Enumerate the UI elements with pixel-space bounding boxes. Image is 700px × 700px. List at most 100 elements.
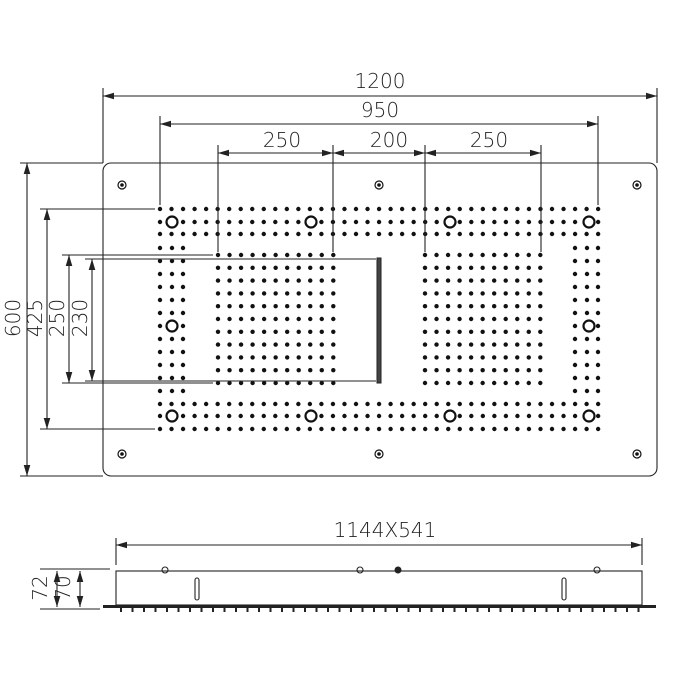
panel-outline (102, 162, 658, 477)
nozzle-dot (261, 252, 267, 258)
nozzle-dot (480, 401, 486, 407)
nozzle-dot (284, 231, 290, 237)
nozzle-dot (469, 413, 474, 419)
nozzle-dot (434, 380, 439, 386)
nozzle-dot (331, 304, 336, 309)
nozzle-dot (457, 206, 462, 212)
nozzle-dot (584, 245, 590, 251)
nozzle-dot (330, 401, 336, 407)
nozzle-dot (376, 219, 382, 225)
nozzle-dot (422, 291, 428, 296)
nozzle-dot (480, 355, 485, 360)
nozzle-dot (549, 231, 555, 237)
nozzle-dot (296, 219, 301, 225)
dim-label: 1144X541 (334, 518, 437, 542)
nozzle-dot (157, 388, 163, 394)
nozzle-dot (261, 231, 266, 237)
nozzle-dot (192, 426, 197, 432)
nozzle-dot (273, 329, 278, 334)
nozzle-dot (342, 426, 347, 432)
nozzle-dot (492, 413, 497, 419)
nozzle-dot (503, 413, 509, 419)
nozzle-dot (261, 265, 267, 270)
nozzle-dot (561, 231, 566, 237)
nozzle-dot (365, 426, 370, 432)
nozzle-dot (595, 245, 601, 251)
nozzle-dot (308, 316, 313, 322)
nozzle-dot (434, 316, 439, 322)
nozzle-dot (215, 329, 221, 334)
nozzle-dot (284, 206, 290, 212)
nozzle-dot (215, 316, 221, 322)
nozzle-dot (331, 342, 336, 347)
nozzle-dot (273, 206, 278, 212)
nozzle-dot (261, 426, 266, 432)
nozzle-dot (319, 252, 324, 258)
screw-holes (117, 180, 642, 459)
nozzle-dot (250, 278, 255, 283)
nozzle-dot (480, 219, 486, 225)
nozzle-dot (180, 401, 186, 407)
nozzle-dot (572, 426, 578, 432)
nozzle-dot (169, 349, 175, 355)
nozzle-dot (515, 413, 520, 419)
nozzle-dot (296, 401, 301, 407)
nozzle-dot (584, 401, 589, 407)
nozzle-dot (445, 329, 451, 334)
nozzle-dot (515, 252, 520, 258)
nozzle-dot (572, 284, 578, 290)
nozzle-dot (388, 401, 393, 407)
nozzle-dot (480, 278, 485, 283)
nozzle-dot (376, 231, 382, 237)
nozzle-dot (192, 206, 197, 212)
nozzle-dot (595, 362, 601, 368)
nozzle-dot (376, 401, 382, 407)
nozzle-dot (445, 355, 451, 360)
nozzle-dot (491, 329, 497, 334)
nozzle-dot (434, 401, 439, 407)
nozzle-dot (238, 278, 244, 283)
nozzle-dot (491, 380, 497, 386)
nozzle-dot (515, 265, 520, 270)
nozzle-dot (503, 401, 509, 407)
nozzle-dot (434, 206, 439, 212)
nozzle-dot (515, 368, 520, 373)
nozzle-dot (468, 380, 474, 386)
screw-hole-icon (374, 180, 384, 190)
nozzle-dot (422, 252, 428, 258)
nozzle-dot (319, 278, 324, 283)
nozzle-dot (180, 231, 186, 237)
dim-label: 72 (28, 575, 52, 600)
nozzle-dot (238, 206, 243, 212)
nozzle-dot (169, 297, 175, 303)
nozzle-dot (434, 368, 439, 373)
nozzle-dot (215, 252, 221, 258)
nozzle-dot (422, 426, 428, 432)
nozzle-dot (411, 219, 416, 225)
led-ring-icon (582, 409, 596, 423)
nozzle-dot (273, 265, 278, 270)
nozzle-dot (515, 291, 520, 296)
nozzle-dot (526, 278, 531, 283)
nozzle-dot (595, 323, 601, 329)
nozzle-dot (422, 355, 428, 360)
nozzle-dot (526, 304, 531, 309)
nozzle-dot (503, 355, 508, 360)
nozzle-dot (469, 426, 474, 432)
nozzle-dot (399, 206, 405, 212)
nozzle-dot (250, 368, 255, 373)
nozzle-dot (250, 426, 255, 432)
nozzle-dot (284, 265, 290, 270)
nozzle-dot (480, 316, 485, 322)
nozzle-dot (595, 297, 601, 303)
dim-label: 1200 (355, 69, 406, 93)
nozzle-dot (445, 342, 451, 347)
nozzle-dot (261, 401, 266, 407)
nozzle-dot (331, 380, 336, 386)
nozzle-dot (584, 297, 590, 303)
nozzle-dot (203, 219, 209, 225)
nozzle-dot (273, 368, 278, 373)
nozzle-dot (330, 413, 336, 419)
nozzle-dot (376, 426, 382, 432)
nozzle-dot (250, 316, 255, 322)
